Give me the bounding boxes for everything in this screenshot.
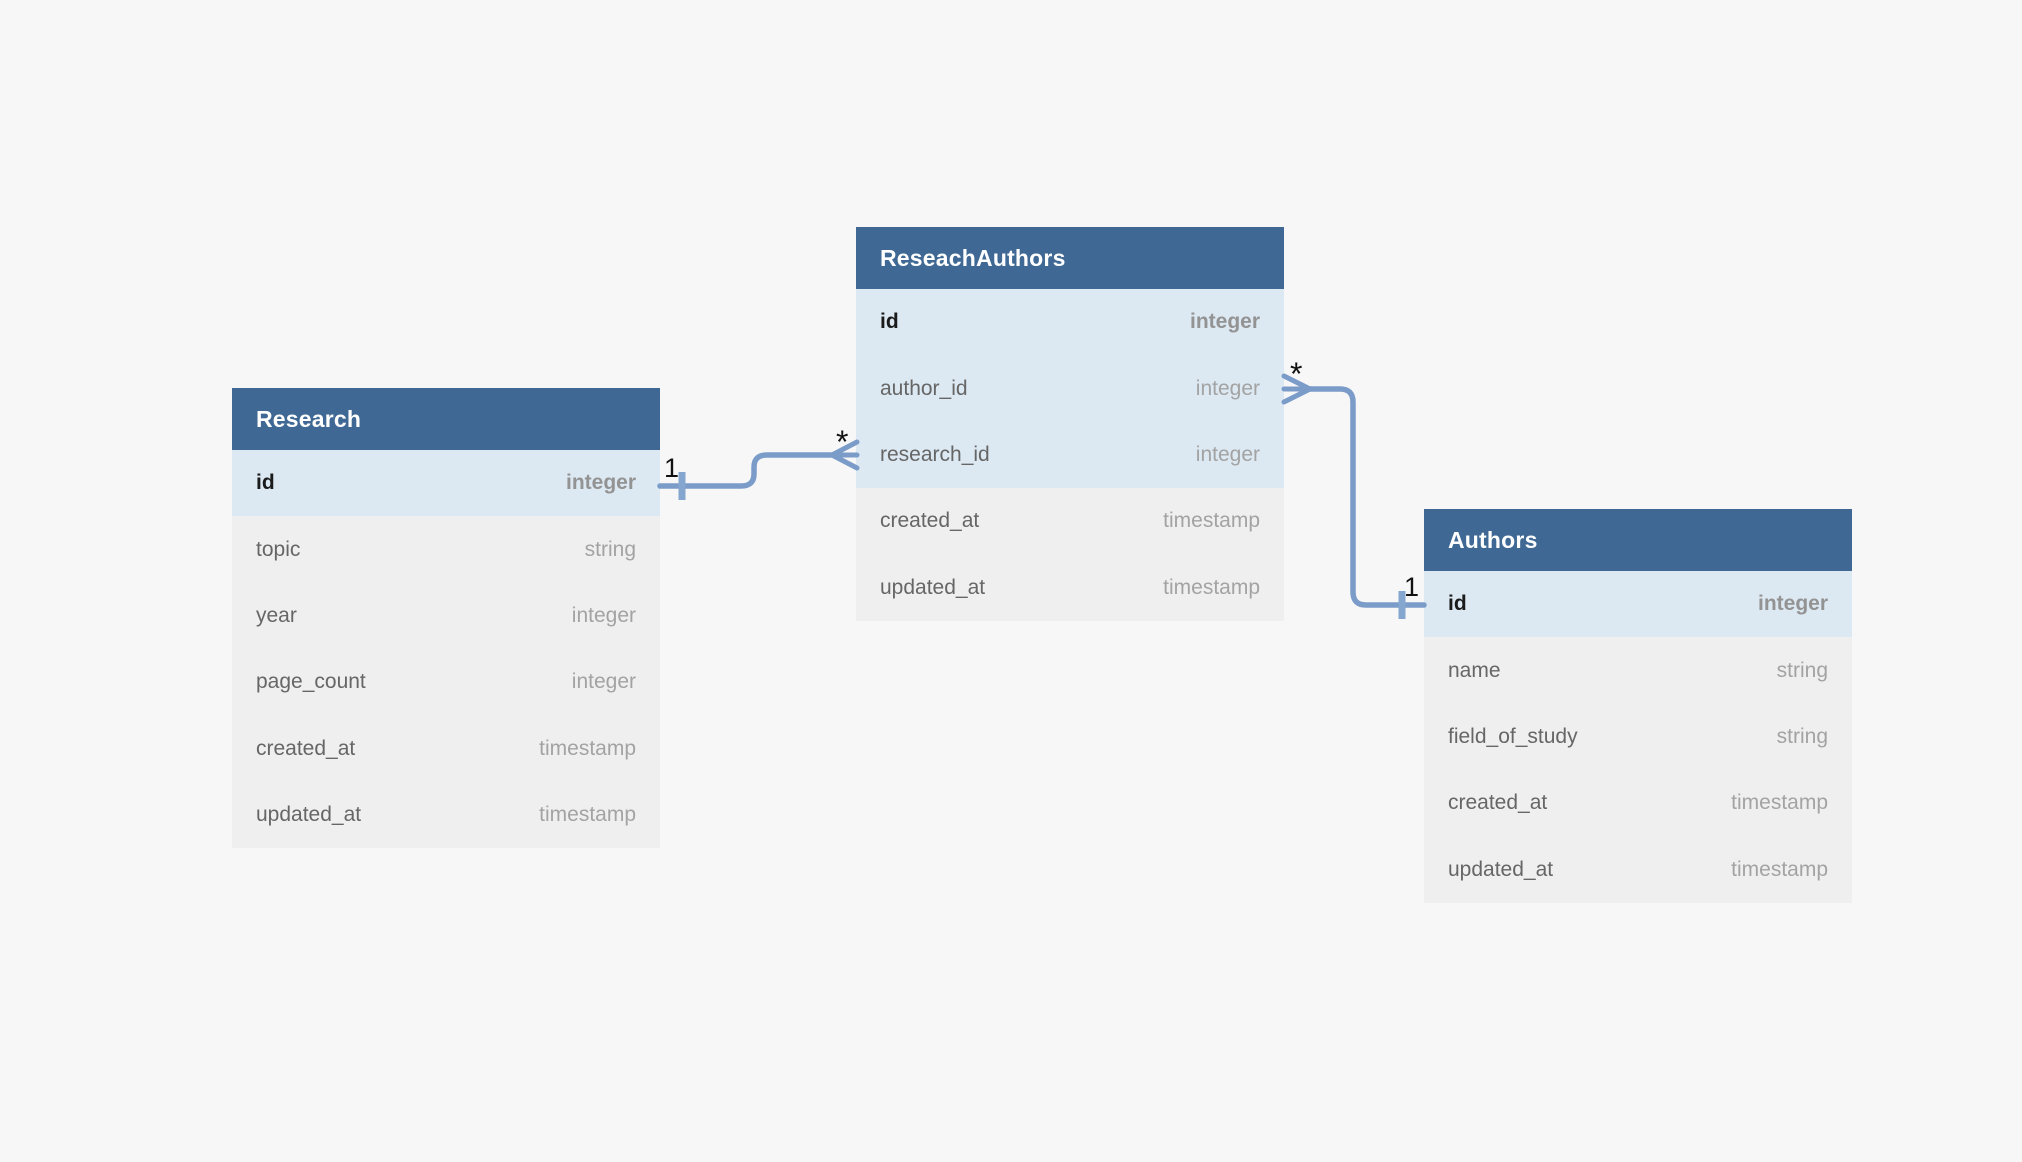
- field-name: id: [880, 310, 899, 334]
- field-type: timestamp: [539, 803, 636, 827]
- field-row-authors-name: name string: [1424, 637, 1852, 704]
- cardinality-many-label: *: [1290, 356, 1302, 392]
- field-name: created_at: [1448, 791, 1548, 815]
- field-row-reseachauthors-created-at: created_at timestamp: [856, 488, 1284, 555]
- field-type: string: [584, 537, 636, 561]
- field-type: string: [1776, 724, 1828, 748]
- field-name: updated_at: [256, 803, 362, 827]
- field-name: updated_at: [1448, 857, 1554, 881]
- field-name: year: [256, 603, 297, 627]
- field-row-research-year: year integer: [232, 582, 660, 650]
- crows-foot-icon: [1281, 373, 1313, 405]
- field-name: updated_at: [880, 575, 986, 599]
- field-row-authors-id: id integer: [1424, 571, 1852, 638]
- cardinality-many-label: *: [836, 424, 848, 460]
- field-type: timestamp: [1731, 791, 1828, 815]
- field-name: author_id: [880, 376, 968, 400]
- field-row-authors-updated-at: updated_at timestamp: [1424, 836, 1852, 903]
- field-type: timestamp: [1731, 857, 1828, 881]
- table-reseach-authors-header[interactable]: ReseachAuthors: [856, 227, 1284, 289]
- relationship-line[interactable]: [657, 452, 837, 489]
- table-reseach-authors-title: ReseachAuthors: [880, 244, 1066, 271]
- field-name: field_of_study: [1448, 724, 1578, 748]
- field-row-reseachauthors-updated-at: updated_at timestamp: [856, 554, 1284, 621]
- field-name: created_at: [256, 736, 356, 760]
- field-type: integer: [571, 670, 636, 694]
- field-name: page_count: [256, 670, 366, 694]
- field-row-research-id: id integer: [232, 450, 660, 517]
- table-authors-header[interactable]: Authors: [1424, 509, 1852, 571]
- field-type: integer: [1195, 442, 1260, 466]
- field-name: created_at: [880, 509, 980, 533]
- field-type: integer: [565, 471, 636, 495]
- table-authors-title: Authors: [1448, 526, 1538, 553]
- field-row-reseachauthors-research-id: research_id integer: [856, 421, 1284, 489]
- field-type: string: [1776, 658, 1828, 682]
- field-row-research-page-count: page_count integer: [232, 649, 660, 716]
- field-type: integer: [1757, 592, 1828, 616]
- field-type: timestamp: [1163, 575, 1260, 599]
- field-row-reseachauthors-author-id: author_id integer: [856, 355, 1284, 422]
- crows-foot-icon: [829, 439, 860, 471]
- field-name: topic: [256, 537, 301, 561]
- cardinality-one-label: 1: [664, 453, 679, 483]
- table-authors[interactable]: Authors id integer name string field_of_…: [1424, 509, 1852, 903]
- table-research[interactable]: Research id integer topic string year in…: [232, 388, 660, 849]
- field-name: name: [1448, 658, 1501, 682]
- field-row-authors-field-of-study: field_of_study string: [1424, 703, 1852, 771]
- relationship-authors-reseachauthors[interactable]: * 1: [1281, 356, 1427, 619]
- table-research-header[interactable]: Research: [232, 388, 660, 450]
- field-row-research-topic: topic string: [232, 516, 660, 583]
- field-row-reseachauthors-id: id integer: [856, 289, 1284, 356]
- relationship-line[interactable]: [1306, 386, 1427, 608]
- field-type: integer: [1195, 376, 1260, 400]
- field-type: integer: [571, 603, 636, 627]
- field-row-research-updated-at: updated_at timestamp: [232, 781, 660, 849]
- field-name: id: [1448, 592, 1467, 616]
- relationship-research-reseachauthors[interactable]: 1 *: [657, 424, 860, 500]
- field-row-authors-created-at: created_at timestamp: [1424, 770, 1852, 837]
- field-name: id: [256, 471, 275, 495]
- field-row-research-created-at: created_at timestamp: [232, 715, 660, 782]
- table-research-title: Research: [256, 405, 362, 432]
- field-type: timestamp: [1163, 509, 1260, 533]
- field-type: integer: [1189, 310, 1260, 334]
- table-reseach-authors[interactable]: ReseachAuthors id integer author_id inte…: [856, 227, 1284, 621]
- field-name: research_id: [880, 442, 990, 466]
- field-type: timestamp: [539, 736, 636, 760]
- cardinality-one-label: 1: [1404, 572, 1419, 602]
